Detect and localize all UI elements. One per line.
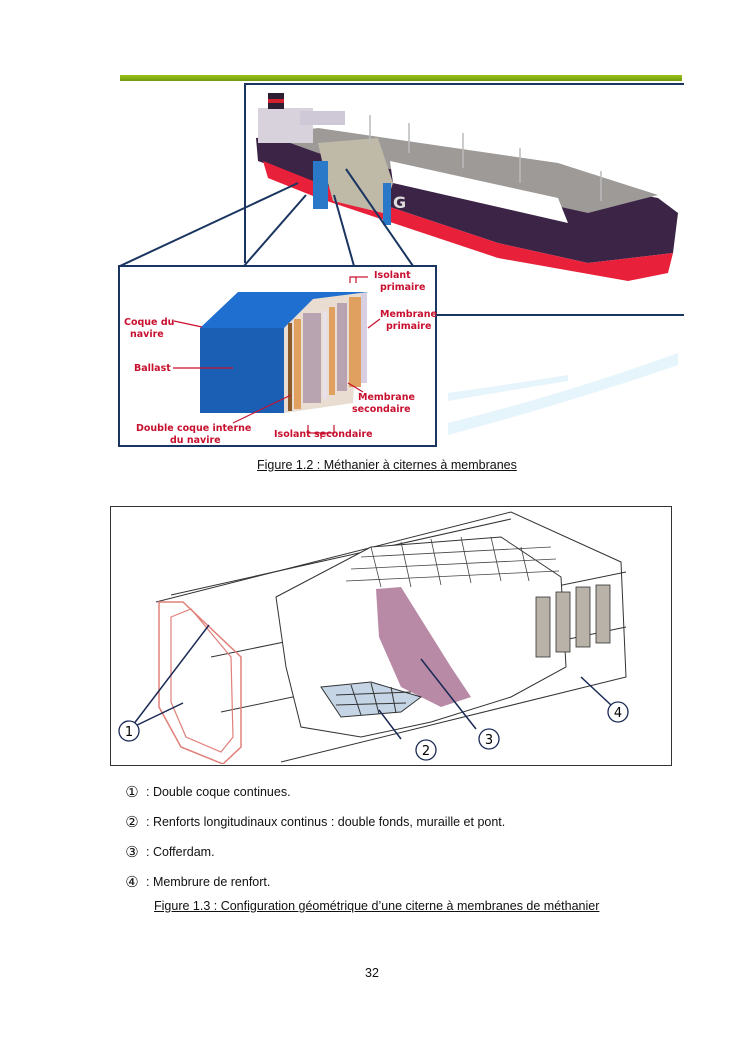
cofferdam-panel — [376, 587, 471, 707]
legend-text: : Cofferdam. — [146, 845, 215, 859]
label-isolant-secondaire: Isolant secondaire — [274, 429, 373, 440]
svg-text:2: 2 — [422, 744, 430, 759]
legend-text: : Double coque continues. — [146, 785, 291, 799]
callout-circle-2: 2 — [415, 739, 437, 761]
callout-circle-1: 1 — [118, 720, 140, 742]
label-membrane-primaire: primaire — [386, 321, 431, 332]
legend-item-2: ② : Renforts longitudinaux continus : do… — [124, 813, 505, 831]
cutaway-blue-section — [313, 161, 328, 209]
bottom-longitudinal-grid — [320, 681, 423, 718]
ship-frame-outline — [244, 83, 684, 263]
legend-symbol: ② — [125, 814, 139, 831]
zoom-callout-lines — [119, 168, 414, 267]
legend-item-1: ① : Double coque continues. — [124, 783, 291, 801]
label-membrane-primaire: Membrane — [380, 309, 437, 320]
legend-text: : Membrure de renfort. — [146, 875, 271, 889]
callout-arrows — [132, 624, 612, 740]
label-isolant-primaire: primaire — [380, 282, 425, 293]
ship-hull-letter: G — [393, 193, 406, 212]
label-double-coque-interne: du navire — [170, 435, 221, 446]
figure-1-3-caption: Figure 1.3 : Configuration géométrique d… — [154, 899, 600, 913]
figure-1-2-lng-carrier-illustration: G Isolant primaire Membrane primaire — [118, 83, 684, 447]
legend-symbol: ③ — [125, 844, 139, 861]
figure-1-3-tank-drawing: 1 2 3 4 — [118, 511, 629, 765]
cutaway-blue-section — [383, 183, 391, 225]
legend-item-4: ④ : Membrure de renfort. — [124, 873, 270, 891]
legend-symbol: ① — [125, 784, 139, 801]
decorative-wave — [448, 375, 568, 401]
decorative-wave — [448, 353, 678, 435]
callout-circle-3: 3 — [478, 728, 500, 750]
ship-hull — [256, 128, 678, 281]
label-isolant-primaire: Isolant — [374, 270, 411, 281]
legend-symbol: ④ — [125, 874, 139, 891]
ship-superstructure — [258, 93, 345, 143]
svg-text:1: 1 — [125, 725, 133, 740]
svg-text:4: 4 — [614, 706, 622, 721]
label-coque-du-navire: Coque du — [124, 317, 174, 328]
double-hull-outline — [170, 608, 234, 753]
header-accent-bar — [120, 75, 682, 81]
ship-masts — [369, 115, 602, 201]
label-coque-du-navire: navire — [130, 329, 164, 340]
callout-circle-4: 4 — [607, 701, 629, 723]
svg-text:3: 3 — [485, 733, 493, 748]
ballast-block — [200, 328, 284, 413]
label-membrane-secondaire: secondaire — [352, 404, 411, 415]
page-number: 32 — [365, 966, 379, 980]
label-membrane-secondaire: Membrane — [358, 392, 415, 403]
membrane-cross-section — [200, 292, 368, 413]
legend-item-3: ③ : Cofferdam. — [124, 843, 215, 861]
figure-1-2-caption: Figure 1.2 : Méthanier à citernes à memb… — [257, 458, 517, 472]
label-ballast: Ballast — [134, 363, 171, 374]
label-pointer-lines — [173, 276, 381, 439]
deck-grid — [345, 536, 560, 588]
legend-text: : Renforts longitudinaux continus : doub… — [146, 815, 506, 829]
label-double-coque-interne: Double coque interne — [136, 423, 251, 434]
figure-1-3-frame: 1 2 3 4 — [110, 506, 672, 766]
web-frames — [535, 584, 611, 658]
